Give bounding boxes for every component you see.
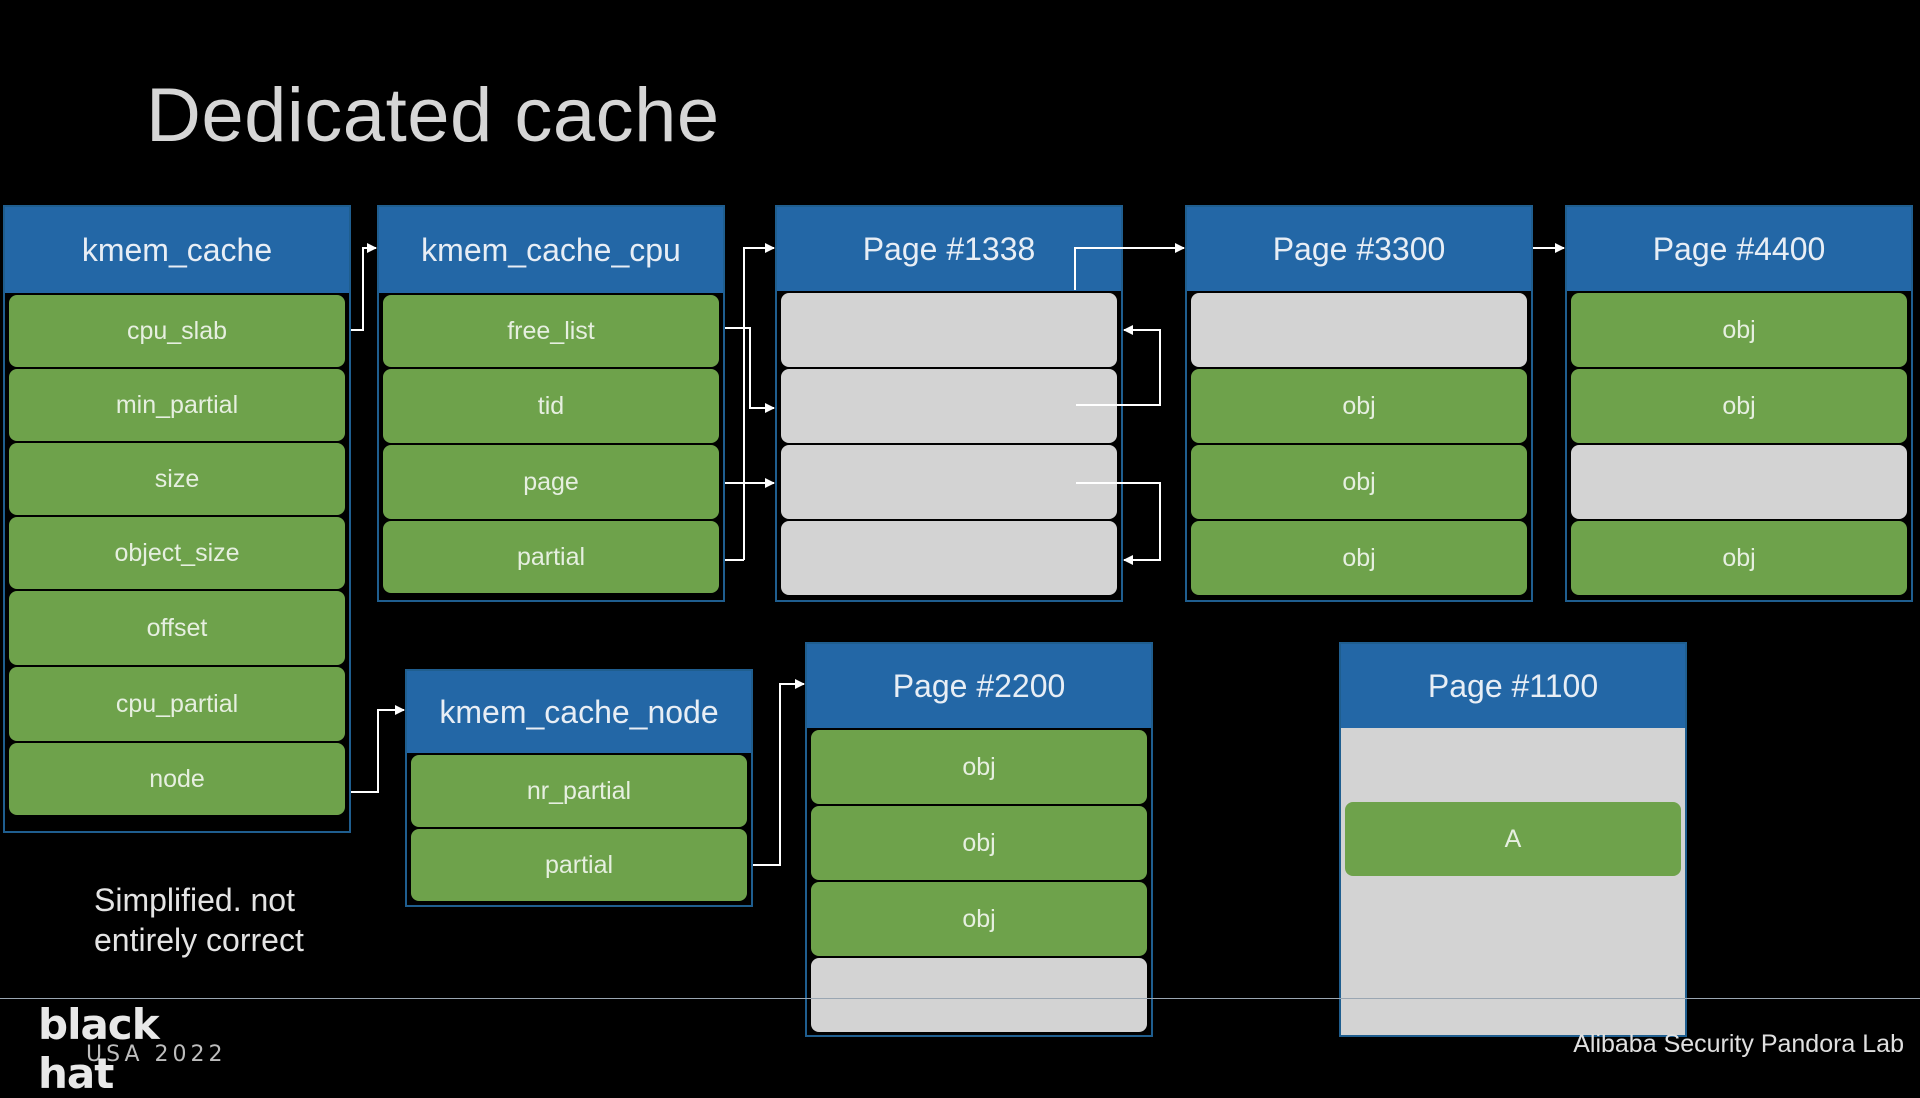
page-3300-slot: obj (1191, 369, 1527, 443)
page-1338-slot (781, 293, 1117, 367)
field-offset: offset (9, 591, 345, 665)
kmem-cache-header: kmem_cache (5, 207, 349, 293)
field-object-size: object_size (9, 517, 345, 589)
page-1100-slot-a: A (1345, 802, 1681, 876)
kmem-cache-cpu-box: kmem_cache_cpu free_list tid page partia… (377, 205, 725, 602)
page-3300-slot (1191, 293, 1527, 367)
page-3300-slot: obj (1191, 521, 1527, 595)
page-1100-slot (1345, 878, 1681, 1028)
page-4400-slot: obj (1571, 293, 1907, 367)
page-1338-header: Page #1338 (777, 207, 1121, 291)
page-2200-slot: obj (811, 806, 1147, 880)
page-2200-slot: obj (811, 882, 1147, 956)
blackhat-logo: black hat USA 2022 (38, 996, 238, 1098)
page-1338-box: Page #1338 (775, 205, 1123, 602)
page-2200-box: Page #2200 obj obj obj (805, 642, 1153, 1037)
arrow-node-partial (753, 679, 805, 866)
page-4400-box: Page #4400 obj obj obj (1565, 205, 1913, 602)
arrow-chain-2 (1076, 482, 1161, 565)
field-size: size (9, 443, 345, 515)
footer-divider (0, 998, 1920, 999)
page-2200-slot: obj (811, 730, 1147, 804)
field-tid: tid (383, 369, 719, 443)
arrow-chain-1 (1076, 325, 1161, 406)
arrow-page (725, 243, 775, 484)
page-1338-slot (781, 521, 1117, 595)
footer-credit: Alibaba Security Pandora Lab (1573, 1030, 1904, 1058)
field-cpu-partial: cpu_partial (9, 667, 345, 741)
arrow-cpu-slab (351, 243, 377, 331)
kmem-cache-node-box: kmem_cache_node nr_partial partial (405, 669, 753, 907)
arrow-free-list (725, 327, 775, 413)
field-partial: partial (383, 521, 719, 593)
simplified-note: Simplified. not entirely correct (94, 882, 304, 958)
page-1338-slot (781, 369, 1117, 443)
page-2200-header: Page #2200 (807, 644, 1151, 728)
arrow-page-1338-next (1074, 243, 1185, 290)
slide-title: Dedicated cache (146, 73, 720, 158)
kmem-cache-node-header: kmem_cache_node (407, 671, 751, 753)
page-1338-slot (781, 445, 1117, 519)
kmem-cache-box: kmem_cache cpu_slab min_partial size obj… (3, 205, 351, 833)
page-3300-box: Page #3300 obj obj obj (1185, 205, 1533, 602)
page-4400-slot (1571, 445, 1907, 519)
field-node: node (9, 743, 345, 815)
kmem-cache-cpu-header: kmem_cache_cpu (379, 207, 723, 293)
field-page: page (383, 445, 719, 519)
page-2200-slot (811, 958, 1147, 1032)
field-min-partial: min_partial (9, 369, 345, 441)
page-4400-slot: obj (1571, 369, 1907, 443)
page-1100-slot (1345, 730, 1681, 800)
page-1100-header: Page #1100 (1341, 644, 1685, 728)
field-nr-partial: nr_partial (411, 755, 747, 827)
logo-sub-text: USA 2022 (86, 1042, 227, 1067)
page-3300-header: Page #3300 (1187, 207, 1531, 291)
page-3300-slot: obj (1191, 445, 1527, 519)
page-4400-header: Page #4400 (1567, 207, 1911, 291)
page-1100-box: Page #1100 A (1339, 642, 1687, 1037)
arrow-node (351, 705, 405, 793)
page-4400-slot: obj (1571, 521, 1907, 595)
field-cpu-slab: cpu_slab (9, 295, 345, 367)
field-node-partial: partial (411, 829, 747, 901)
field-free-list: free_list (383, 295, 719, 367)
